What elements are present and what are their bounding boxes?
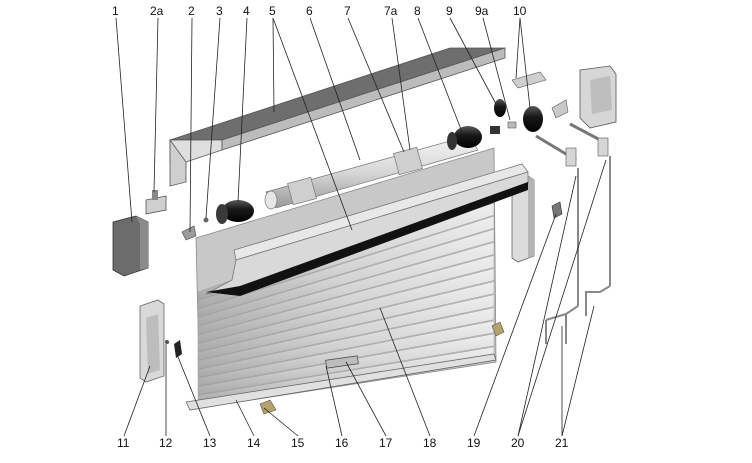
label-18: 18 xyxy=(423,436,437,450)
label-11: 11 xyxy=(117,436,130,450)
label-19: 19 xyxy=(467,436,481,450)
label-17: 17 xyxy=(379,436,393,450)
drum-8 xyxy=(447,126,482,150)
label-3: 3 xyxy=(216,4,223,18)
end-stopper-15 xyxy=(259,399,277,415)
label-7a: 7a xyxy=(384,4,398,18)
label-10: 10 xyxy=(513,4,527,18)
crank-rods-10 xyxy=(535,122,609,167)
gear-10 xyxy=(511,71,547,132)
label-7: 7 xyxy=(344,4,351,18)
side-bracket-right xyxy=(579,65,617,129)
slat xyxy=(197,281,495,361)
slat xyxy=(197,294,495,370)
label-13: 13 xyxy=(203,436,217,450)
bracket-19 xyxy=(551,201,563,219)
label-8: 8 xyxy=(414,4,421,18)
box-side-end-1 xyxy=(112,215,149,277)
slat-curtain xyxy=(185,147,529,411)
end-stopper-right xyxy=(491,321,505,337)
slat xyxy=(197,215,495,318)
slat xyxy=(197,268,495,353)
top-box-cover xyxy=(169,47,506,187)
screw-12 xyxy=(165,340,169,344)
label-16: 16 xyxy=(335,436,349,450)
label-1: 1 xyxy=(112,4,119,18)
label-2a: 2a xyxy=(150,4,164,18)
label-4: 4 xyxy=(243,4,250,18)
stopper-13 xyxy=(174,340,182,358)
slat xyxy=(197,320,495,387)
label-9a: 9a xyxy=(475,4,489,18)
label-15: 15 xyxy=(291,436,305,450)
part-number-labels: 1 2a 2 3 4 5 6 7 7a 8 9 9a 10 11 12 13 1… xyxy=(112,4,569,450)
screw-3 xyxy=(203,217,209,223)
bearing-9a xyxy=(507,121,517,129)
label-20: 20 xyxy=(511,436,525,450)
label-21: 21 xyxy=(555,436,569,450)
label-12: 12 xyxy=(159,436,173,450)
label-9: 9 xyxy=(446,4,453,18)
slat xyxy=(197,228,495,327)
clip-2 xyxy=(181,225,197,241)
label-5: 5 xyxy=(269,4,276,18)
end-cap-4 xyxy=(216,200,254,224)
guide-rail-11 xyxy=(139,299,165,383)
slat xyxy=(197,241,495,335)
mounting-bracket-2a xyxy=(145,190,167,215)
bearing-9 xyxy=(490,99,506,134)
small-bracket xyxy=(551,99,569,119)
slat xyxy=(197,255,495,344)
crank-handle-21 xyxy=(545,156,611,344)
label-6: 6 xyxy=(306,4,313,18)
label-14: 14 xyxy=(247,436,261,450)
slat xyxy=(197,307,495,378)
leader-lines xyxy=(115,17,607,437)
roller-tube xyxy=(264,135,479,210)
lock-16 xyxy=(325,355,359,369)
label-2: 2 xyxy=(188,4,195,18)
